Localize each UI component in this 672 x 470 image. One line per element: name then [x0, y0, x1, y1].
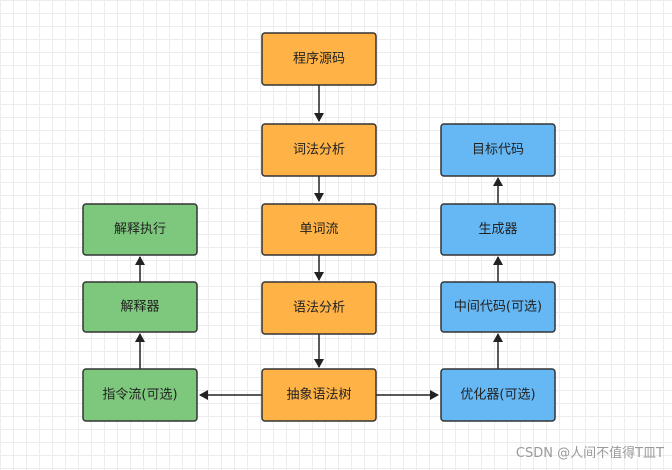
- node-interpret-execute-label: 解释执行: [114, 222, 166, 237]
- node-intermediate-code: 中间代码(可选): [440, 281, 556, 333]
- node-generator: 生成器: [440, 203, 556, 256]
- node-source-code: 程序源码: [261, 32, 377, 86]
- node-target-code-label: 目标代码: [472, 143, 524, 158]
- node-syntax-analysis-label: 语法分析: [293, 301, 345, 316]
- node-instruction-stream-label: 指令流(可选): [102, 388, 177, 403]
- node-target-code: 目标代码: [440, 123, 556, 177]
- node-optimizer-label: 优化器(可选): [460, 388, 535, 403]
- node-interpret-execute: 解释执行: [82, 203, 198, 256]
- node-instruction-stream: 指令流(可选): [82, 368, 198, 422]
- node-ast: 抽象语法树: [261, 368, 377, 422]
- node-lexical-analysis: 词法分析: [261, 123, 377, 177]
- node-syntax-analysis: 语法分析: [261, 281, 377, 335]
- connectors: [135, 85, 503, 400]
- node-source-code-label: 程序源码: [293, 52, 345, 67]
- node-token-stream: 单词流: [261, 203, 377, 256]
- node-intermediate-code-label: 中间代码(可选): [454, 300, 542, 315]
- node-ast-label: 抽象语法树: [286, 388, 351, 403]
- node-token-stream-label: 单词流: [299, 222, 338, 237]
- node-interpreter: 解释器: [82, 281, 198, 333]
- node-optimizer: 优化器(可选): [440, 368, 556, 422]
- watermark: CSDN @人间不值得T皿T: [516, 445, 664, 461]
- node-lexical-analysis-label: 词法分析: [293, 143, 345, 158]
- node-interpreter-label: 解释器: [120, 300, 159, 315]
- node-generator-label: 生成器: [478, 222, 517, 237]
